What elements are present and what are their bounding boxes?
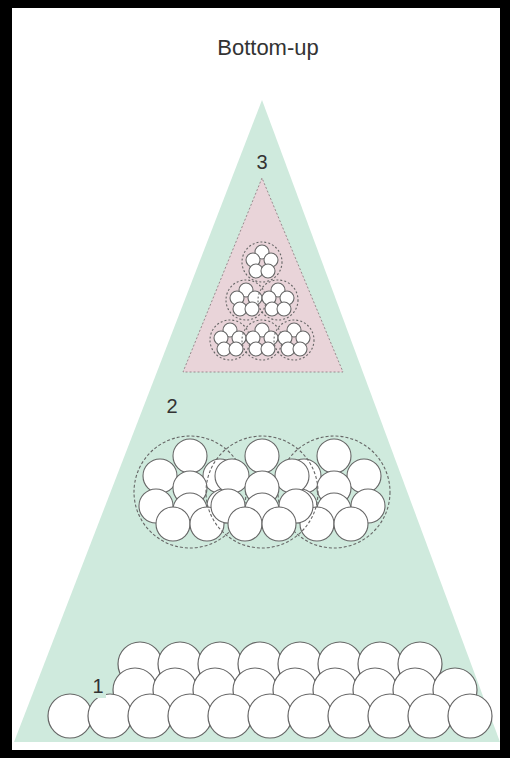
diagram-title: Bottom-up bbox=[217, 35, 319, 60]
green-triangle bbox=[14, 100, 500, 742]
pink-triangle bbox=[183, 178, 343, 372]
level-number: 2 bbox=[164, 395, 179, 418]
level-3-circles bbox=[210, 242, 314, 360]
level-2-circles bbox=[134, 436, 390, 548]
level-number: 3 bbox=[254, 151, 269, 174]
level-number: 1 bbox=[90, 675, 105, 698]
level-1-circles bbox=[48, 642, 492, 738]
